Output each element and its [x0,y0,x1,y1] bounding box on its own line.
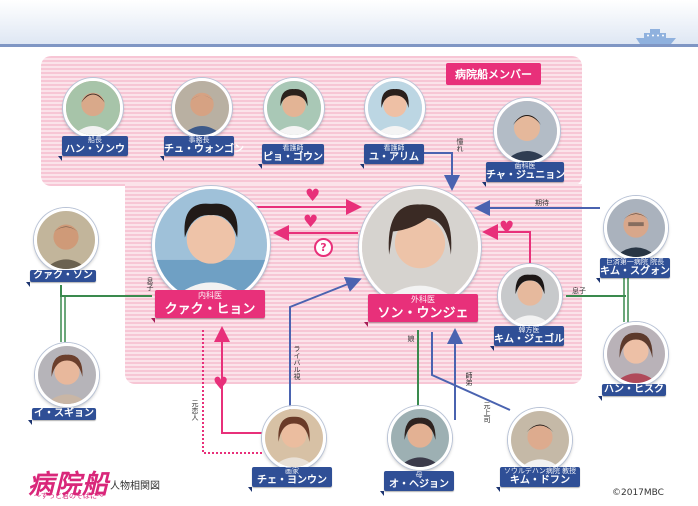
portrait-icon [63,78,123,138]
portrait-icon [152,186,270,304]
heart-icon: ♥ [213,374,229,394]
portrait-icon [365,78,425,138]
name-tag-main: 内科医クァク・ヒョン [151,290,265,323]
header-rule [0,44,698,47]
name-tag: 事務長チュ・ウォンゴン [160,136,244,161]
portrait-icon [172,78,232,138]
line-teacher [431,332,511,411]
portrait-icon [264,78,324,138]
line-kwak-son-family [60,285,152,297]
label-musuko-2: 息子 [572,287,586,295]
line-kim-jegol-to-son [482,224,531,264]
name-tag: イ・スギョン [28,408,96,425]
name-tag: 韓方医キム・ジェゴル [490,326,564,351]
portrait-icon [35,343,99,407]
label-moto-joushi: 元上司 [483,402,491,423]
copyright: ©2017MBC [612,488,664,498]
line-kwak-family-pair [60,296,66,342]
portrait-icon [498,264,562,328]
header-band [0,0,698,46]
drama-title: 病院船 [28,470,110,500]
line-che-to-kwak [214,326,262,434]
ship-icon [636,29,676,44]
line-che-to-son-rival [289,276,362,410]
heart-icon: ♥ [303,212,319,232]
portrait-icon [508,408,572,472]
portrait-icon [262,406,326,470]
name-tag: ソウルデハン病院 教授キム・ドフン [496,467,580,492]
label-musuko-1: 息子 [146,277,154,291]
question-icon: ? [314,238,333,257]
heart-icon: ♥ [499,218,515,238]
portrait-icon [359,186,481,308]
line-ex-lover [202,330,262,454]
name-tag: クァク・ソン [26,270,96,287]
portrait-icon [34,208,98,272]
portrait-icon [604,196,668,260]
name-tag-main: 外科医ソン・ウンジェ [364,294,478,327]
name-tag: 船長ハン・ソンウ [58,136,128,161]
name-tag: 巨済第一病院 院長キム・スグォン [596,258,670,283]
chart-title: 人物相関図 [110,481,160,492]
name-tag: 看護師ピョ・ゴウン [258,144,324,169]
label-moto-koibito: 元恋人 [191,400,199,421]
portrait-icon [604,322,668,386]
drama-subtitle: 〜ずっと君のそばに〜 [34,492,104,500]
label-haha: 娘 [407,335,415,342]
name-tag: 看護師ユ・アリム [360,144,424,169]
portrait-icon [388,406,452,470]
portrait-icon [494,98,560,164]
label-shitei: 師弟 [465,372,473,386]
label-rival: ライバル視 [293,345,301,380]
label-akogare: 憧れ [456,138,464,152]
name-tag: ハン・ヒスク [598,384,666,401]
heart-icon: ♥ [305,186,321,206]
name-tag: 画家チェ・ヨンウン [248,467,332,492]
drama-title-logo: 病院船 〜ずっと君のそばに〜 [28,464,109,501]
name-tag: 歯科医チャ・ジュニョン [482,162,566,187]
hospital-ship-member-label: 病院船メンバー [446,63,541,85]
name-tag: 母オ・ヘジョン [380,471,454,496]
label-kitai: 期待 [535,199,549,207]
